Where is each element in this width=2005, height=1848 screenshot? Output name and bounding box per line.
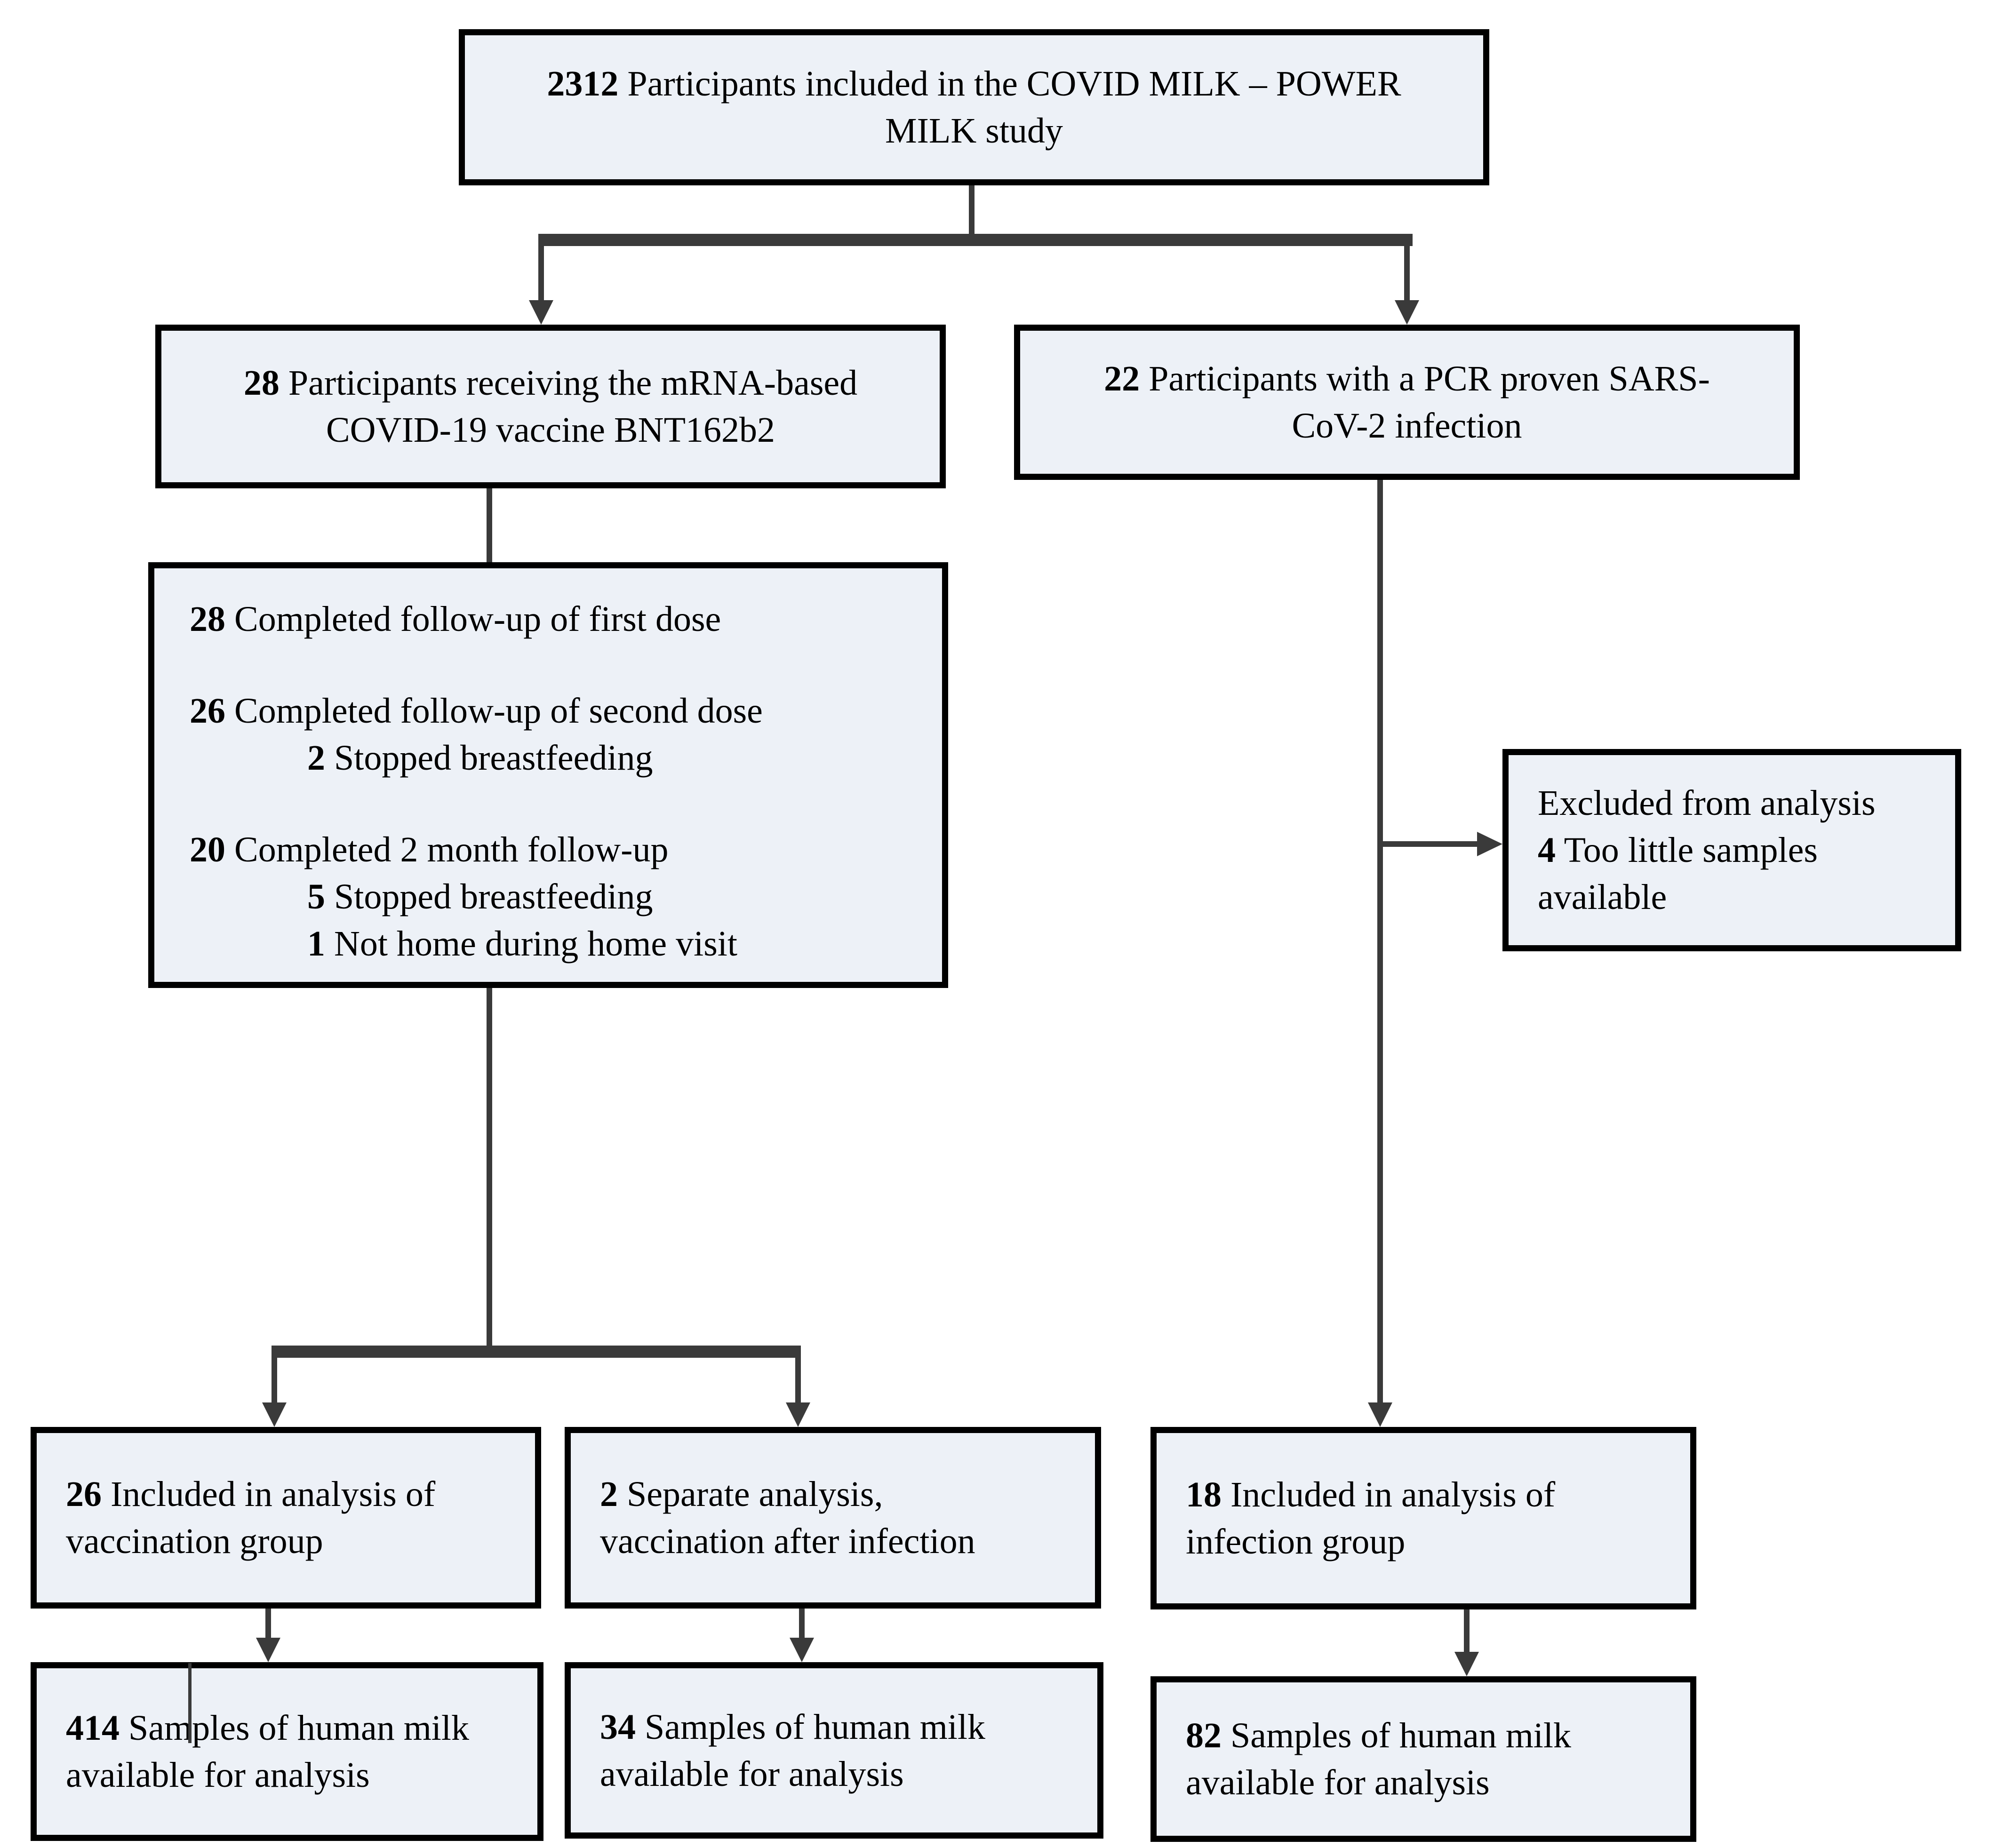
connector-vaccination-group-down <box>265 1609 271 1639</box>
box-vaccine-participants: 28 Participants receiving the mRNA-based… <box>155 325 946 488</box>
connector-drop-vaccination-group <box>272 1358 277 1403</box>
infection-count: 22 <box>1104 359 1140 398</box>
separate-analysis-count: 2 <box>600 1474 618 1514</box>
followup-row: 20 Completed 2 month follow-up <box>190 830 669 869</box>
excluded-line1: Excluded from analysis <box>1538 783 1876 823</box>
box-vaccine-line1: 28 Participants receiving the mRNA-based <box>243 363 858 403</box>
followup-row: 26 Completed follow-up of second dose <box>190 691 763 731</box>
followup-row-indented: 1 Not home during home visit <box>307 924 738 964</box>
followup-row: 28 Completed follow-up of first dose <box>190 599 721 639</box>
box-vaccine-line2: COVID-19 vaccine BNT162b2 <box>326 410 775 450</box>
box-excluded: Excluded from analysis 4 Too little samp… <box>1502 749 1961 951</box>
connector-infection-down <box>1377 480 1383 1403</box>
followup-row-indented: 2 Stopped breastfeeding <box>307 738 653 778</box>
total-count: 2312 <box>547 64 619 104</box>
arrowhead-into-excluded-box <box>1477 832 1502 856</box>
connector-followup-down <box>487 988 492 1346</box>
box-samples-infection: 82 Samples of human milk available for a… <box>1150 1676 1696 1842</box>
arrowhead-into-infection-group-box <box>1368 1402 1392 1427</box>
box-total-line1: 2312 Participants included in the COVID … <box>547 64 1401 104</box>
arrowhead-into-samples-separate-box <box>790 1638 814 1662</box>
connector-drop-infection <box>1404 246 1410 301</box>
box-infection-group: 18 Included in analysis of infection gro… <box>1150 1427 1696 1609</box>
vaccine-count: 28 <box>243 363 280 403</box>
connector-total-down <box>969 185 975 240</box>
connector-bottom-split-bar <box>272 1346 801 1358</box>
followup-row-indented: 5 Stopped breastfeeding <box>307 877 653 916</box>
arrowhead-into-separate-analysis-box <box>786 1402 810 1427</box>
box-vaccination-group: 26 Included in analysis of vaccination g… <box>31 1427 541 1609</box>
arrowhead-into-samples-vaccination-box <box>256 1638 280 1662</box>
connector-vaccine-to-followup <box>487 488 492 562</box>
connector-infection-group-down <box>1464 1609 1470 1653</box>
box-infection-line2: CoV-2 infection <box>1292 406 1522 446</box>
excluded-line3: available <box>1538 877 1667 917</box>
box-infection-participants: 22 Participants with a PCR proven SARS- … <box>1014 325 1800 480</box>
box-samples-vaccination: 414 Samples of human milk available for … <box>31 1662 543 1841</box>
connector-to-excluded-box <box>1383 841 1477 847</box>
stray-line-artifact <box>188 1663 192 1743</box>
box-followup: 28 Completed follow-up of first dose 26 … <box>148 562 948 988</box>
box-infection-line1: 22 Participants with a PCR proven SARS- <box>1104 359 1710 398</box>
excluded-count: 4 <box>1538 830 1556 870</box>
samples-separate-count: 34 <box>600 1707 636 1747</box>
connector-drop-separate-analysis <box>795 1358 801 1403</box>
box-separate-analysis: 2 Separate analysis, vaccination after i… <box>565 1427 1101 1609</box>
arrowhead-into-infection-box <box>1395 300 1419 325</box>
infection-group-count: 18 <box>1186 1475 1222 1514</box>
arrowhead-into-vaccine-box <box>529 300 553 325</box>
excluded-line2: 4 Too little samples <box>1538 830 1818 870</box>
vaccination-group-count: 26 <box>66 1474 102 1514</box>
samples-infection-count: 82 <box>1186 1716 1222 1755</box>
arrowhead-into-samples-infection-box <box>1454 1652 1479 1676</box>
arrowhead-into-vaccination-group-box <box>262 1402 287 1427</box>
connector-top-split-bar <box>538 234 1413 246</box>
box-samples-separate: 34 Samples of human milk available for a… <box>565 1662 1103 1839</box>
box-total-participants: 2312 Participants included in the COVID … <box>459 29 1489 185</box>
samples-vaccination-count: 414 <box>66 1708 120 1748</box>
box-total-line2: MILK study <box>885 111 1063 151</box>
connector-separate-analysis-down <box>799 1609 805 1639</box>
connector-drop-vaccine <box>538 246 544 301</box>
